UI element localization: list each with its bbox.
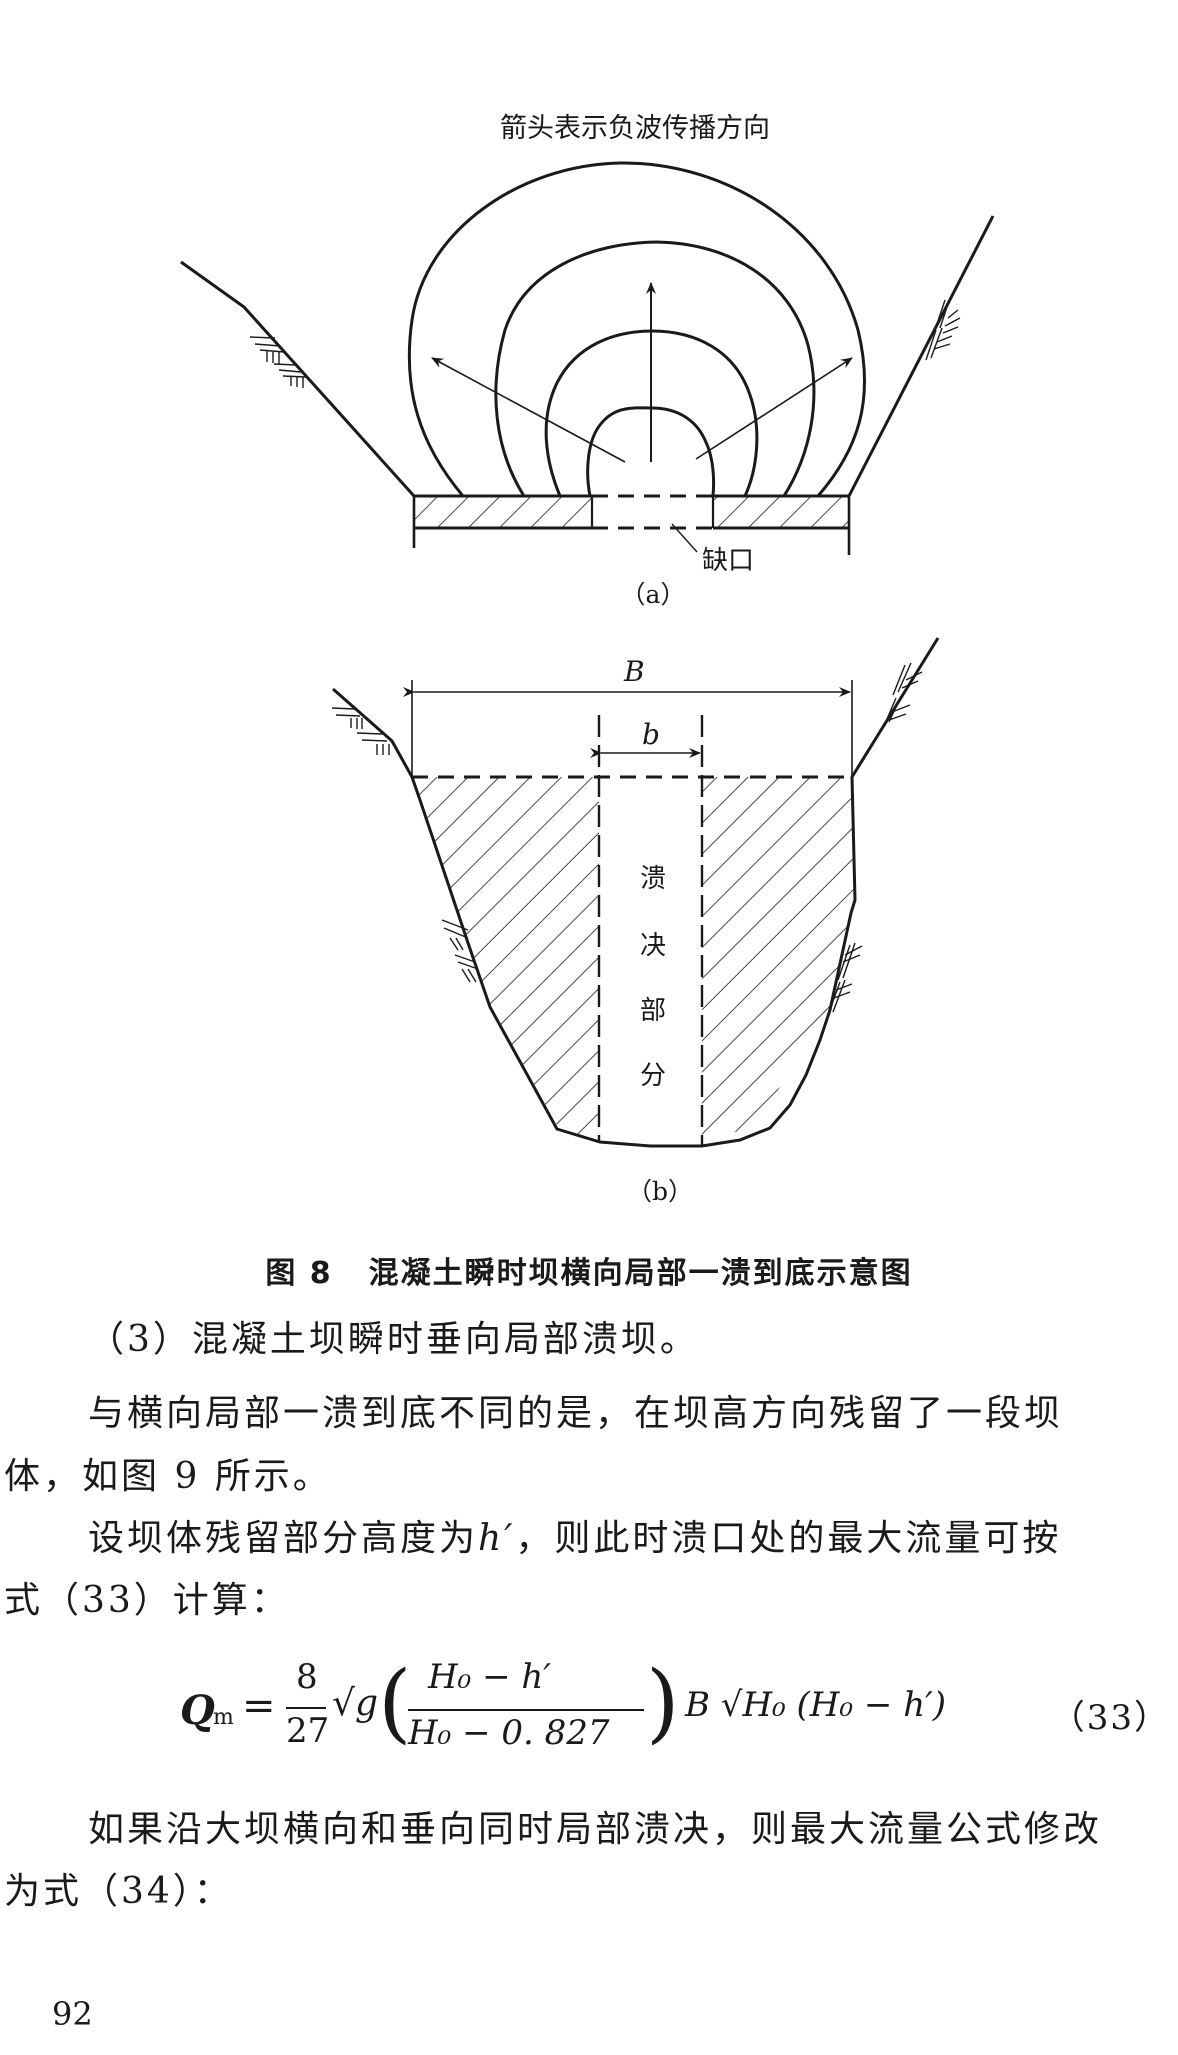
body-line-4a: 设坝体残留部分高度为 bbox=[88, 1518, 479, 1559]
wave-arc-3 bbox=[494, 240, 816, 497]
breach-text-1: 溃 bbox=[640, 864, 667, 894]
body-line-4: 设坝体残留部分高度为h′，则此时溃口处的最大流量可按 bbox=[88, 1519, 1178, 1559]
body-line-1: （3）混凝土坝瞬时垂向局部溃坝。 bbox=[88, 1319, 699, 1360]
equation-33: Q m = 8 27 √g ( H₀ − h′ H₀ − 0. 827 ) B … bbox=[180, 1653, 1170, 1775]
body-line-3: 体，如图 9 所示。 bbox=[4, 1456, 332, 1497]
arrow-left bbox=[431, 357, 626, 463]
eq-coef-den: 27 bbox=[286, 1711, 330, 1751]
panel-b-label: （b） bbox=[626, 1177, 693, 1206]
panel-a bbox=[180, 161, 995, 555]
var-h-prime: h′ bbox=[478, 1518, 516, 1559]
breach-text-4: 分 bbox=[640, 1061, 667, 1091]
page-number: 92 bbox=[52, 1995, 93, 2033]
eq-paren-close: ) bbox=[646, 1653, 680, 1753]
body-line-7: 为式（34）： bbox=[4, 1871, 233, 1912]
eq-tail: B √H₀ (H₀ − h′) bbox=[685, 1685, 947, 1725]
gap-label: 缺口 bbox=[702, 546, 755, 576]
panel-a-label: （a） bbox=[620, 580, 686, 609]
eq-inner-bar bbox=[408, 1709, 644, 1711]
eq-coef-num: 8 bbox=[296, 1657, 318, 1697]
dimension-B-label: B bbox=[624, 655, 645, 688]
panel-b bbox=[331, 637, 940, 1148]
dimension-b-label: b bbox=[642, 718, 660, 751]
valley-outline bbox=[332, 637, 940, 1148]
breach-text-2: 决 bbox=[640, 931, 667, 961]
body-line-5: 式（33）计算： bbox=[4, 1580, 290, 1621]
right-bank bbox=[847, 215, 995, 497]
eq-inner-den: H₀ − 0. 827 bbox=[408, 1713, 610, 1753]
body-line-4b: ，则此时溃口处的最大流量可按 bbox=[515, 1518, 1062, 1559]
eq-paren-open: ( bbox=[378, 1653, 412, 1753]
arrow-right bbox=[695, 357, 853, 460]
figure-note: 箭头表示负波传播方向 bbox=[500, 113, 770, 144]
eq-lhs-sub: m bbox=[213, 1705, 234, 1730]
equation-number: （33） bbox=[1050, 1698, 1170, 1738]
body-line-6: 如果沿大坝横向和垂向同时局部溃决，则最大流量公式修改 bbox=[88, 1809, 1103, 1850]
eq-lhs: Q bbox=[180, 1687, 215, 1734]
wave-arc-4 bbox=[407, 161, 867, 497]
eq-sqrt-g: √g bbox=[332, 1683, 378, 1724]
figure-8-diagram bbox=[180, 161, 995, 1148]
figure-caption: 图 8 混凝土瞬时坝横向局部一溃到底示意图 bbox=[0, 1248, 1178, 1292]
caption-text: 混凝土瞬时坝横向局部一溃到底示意图 bbox=[368, 1256, 913, 1291]
body-line-2: 与横向局部一溃到底不同的是，在坝高方向残留了一段坝 bbox=[88, 1393, 1064, 1434]
eq-inner-num: H₀ − h′ bbox=[428, 1657, 552, 1697]
caption-number: 图 8 bbox=[265, 1256, 333, 1291]
breach-text-3: 部 bbox=[640, 996, 667, 1026]
left-bank bbox=[180, 260, 416, 498]
eq-coef-bar bbox=[286, 1707, 326, 1709]
eq-equals: = bbox=[242, 1683, 276, 1729]
